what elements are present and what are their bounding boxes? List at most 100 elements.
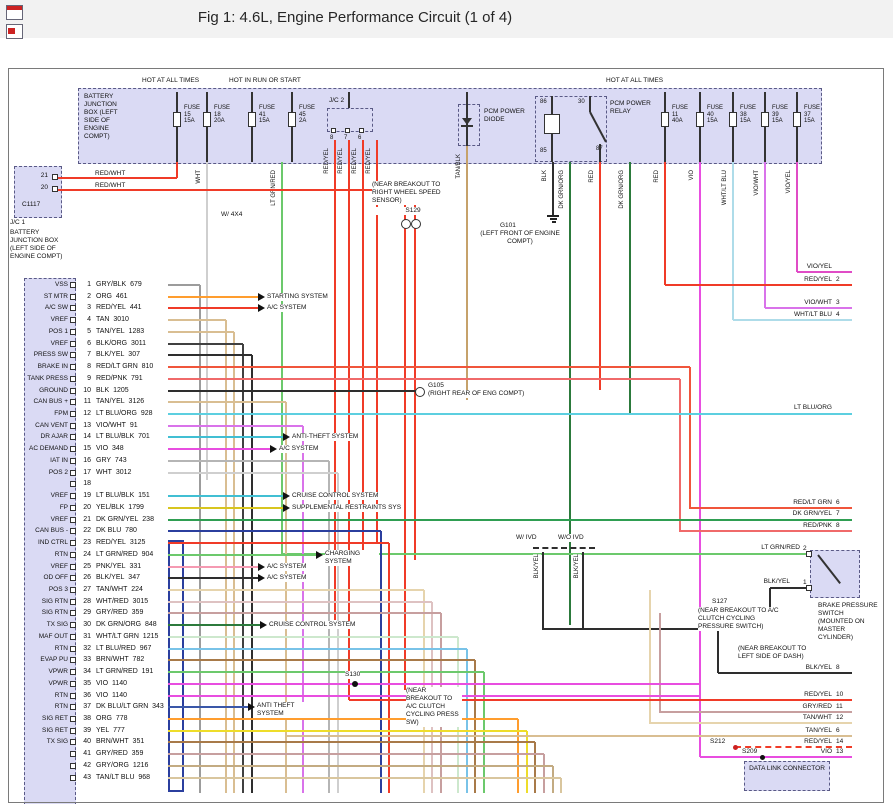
window-icon[interactable]: [6, 5, 23, 20]
edge-pin-number: 2: [836, 276, 840, 283]
edge-wire-label: RED/PNK: [803, 522, 832, 529]
edge-pin-number: 7: [836, 510, 840, 517]
wire-h: [168, 390, 418, 392]
bus-wire: [362, 140, 364, 560]
edge-pin-number: 8: [836, 522, 840, 529]
wire-v: [551, 134, 553, 162]
wire-h: [168, 612, 441, 614]
pin-wire-label: GRY 743: [96, 457, 127, 464]
bus-wire-label: RED/YEL: [366, 148, 372, 174]
pin-number: 30: [83, 621, 91, 628]
wire-v: [599, 144, 601, 162]
pin-contact-icon: [70, 552, 76, 558]
wire-h: [533, 547, 595, 549]
pin-signal-label: SIG RET: [41, 727, 68, 734]
pin-contact-icon: [806, 585, 812, 591]
pin-signal-label: VREF: [50, 563, 68, 570]
edge-wire-label: RED/YEL: [804, 691, 832, 698]
pin-contact-icon: [70, 399, 76, 405]
wire-h: [770, 587, 812, 589]
pin-contact-icon: [70, 317, 76, 323]
arrow-icon: [316, 551, 323, 559]
wire-h: [168, 741, 535, 743]
pin-signal-label: POS 3: [48, 586, 68, 593]
bus-wire: [699, 162, 701, 757]
splice-dot: [760, 755, 765, 760]
fuse-lead: [764, 92, 766, 112]
fuse-icon: [248, 112, 256, 127]
bus-wire: [334, 140, 336, 620]
pin-contact-icon: [70, 575, 76, 581]
wire-h: [286, 735, 852, 737]
document-icon[interactable]: [6, 24, 23, 39]
ground-note: (RIGHT REAR OF ENG COMPT): [428, 390, 525, 398]
pin-wire-label: WHT/LT GRN 1215: [96, 633, 159, 640]
diode-bar: [461, 125, 473, 127]
pin-wire-label: GRY/RED 359: [96, 609, 144, 616]
bus-wire: [732, 162, 734, 320]
relay-pin-number: 30: [578, 99, 585, 105]
pin-contact-icon: [70, 446, 76, 452]
pin-wire-label: YEL 777: [96, 727, 125, 734]
wire-h: [168, 566, 258, 568]
splice-dot: [733, 745, 738, 750]
pin-wire-label: BLK 1205: [96, 387, 129, 394]
fuse-icon: [661, 112, 669, 127]
pin-signal-label: IND CTRL: [38, 539, 68, 546]
pin-signal-label: VREF: [50, 316, 68, 323]
wire-h: [168, 683, 700, 685]
wire-h: [690, 507, 852, 509]
fuse-icon: [173, 112, 181, 127]
wire-h: [168, 718, 518, 720]
pin-wire-label: BRN/WHT 351: [96, 738, 145, 745]
pin-signal-label: SIG RTN: [41, 598, 68, 605]
wire-v: [551, 96, 553, 114]
wire-v: [348, 92, 350, 108]
arrow-icon: [258, 293, 265, 301]
wire-h: [168, 554, 316, 556]
jc1-wire-label: RED/WHT: [95, 170, 126, 177]
pin-signal-label: RTN: [54, 645, 68, 652]
wire-h: [168, 659, 475, 661]
bus-wire-label: RED: [589, 170, 595, 183]
arrow-icon: [270, 445, 277, 453]
data-link-connector-box: DATA LINK CONNECTOR: [744, 761, 830, 791]
pin-wire-label: RED/LT GRN 810: [96, 363, 154, 370]
fuse-lead: [206, 127, 208, 162]
wire-v: [466, 92, 468, 106]
edge-wire-label: DK GRN/YEL: [792, 510, 832, 517]
pin-wire-label: GRY/BLK 679: [96, 281, 142, 288]
pin-signal-label: VREF: [50, 516, 68, 523]
twisted-pair-loop: [168, 540, 184, 792]
pin-wire-label: VIO/WHT 91: [96, 422, 138, 429]
pin-number: 19: [83, 492, 91, 499]
edge-wire-label: WHT/LT BLU: [793, 311, 832, 318]
pin-wire-label: TAN/YEL 3126: [96, 398, 145, 405]
edge-wire-label: VIO/YEL: [806, 263, 832, 270]
pin-contact-icon: [70, 411, 76, 417]
pin-contact-icon: [70, 704, 76, 710]
wire-h: [168, 413, 852, 415]
edge-wire-label: RED/YEL: [804, 738, 832, 745]
pin-wire-label: ORG 461: [96, 293, 128, 300]
bus-wire-label: WHT: [196, 170, 202, 184]
pin-contact-icon: [70, 599, 76, 605]
bus-wire: [281, 162, 283, 554]
pin-signal-label: CAN BUS +: [33, 398, 69, 405]
wire-h: [349, 699, 852, 701]
pin-contact-icon: [70, 657, 76, 663]
wire-h: [543, 628, 719, 630]
system-callout: CRUISE CONTROL SYSTEM: [269, 621, 356, 629]
wire-v: [659, 613, 661, 713]
edge-wire-label: RED/LT GRN: [793, 499, 832, 506]
pin-wire-label: LT BLU/BLK 701: [96, 433, 150, 440]
fuse-icon: [729, 112, 737, 127]
splice-id: S130: [345, 671, 361, 679]
wire-v: [388, 543, 390, 793]
wire-v: [404, 228, 406, 690]
edge-wire-label: VIO/WHT: [804, 299, 832, 306]
pin-contact-icon: [52, 174, 58, 180]
wire-h: [650, 722, 852, 724]
